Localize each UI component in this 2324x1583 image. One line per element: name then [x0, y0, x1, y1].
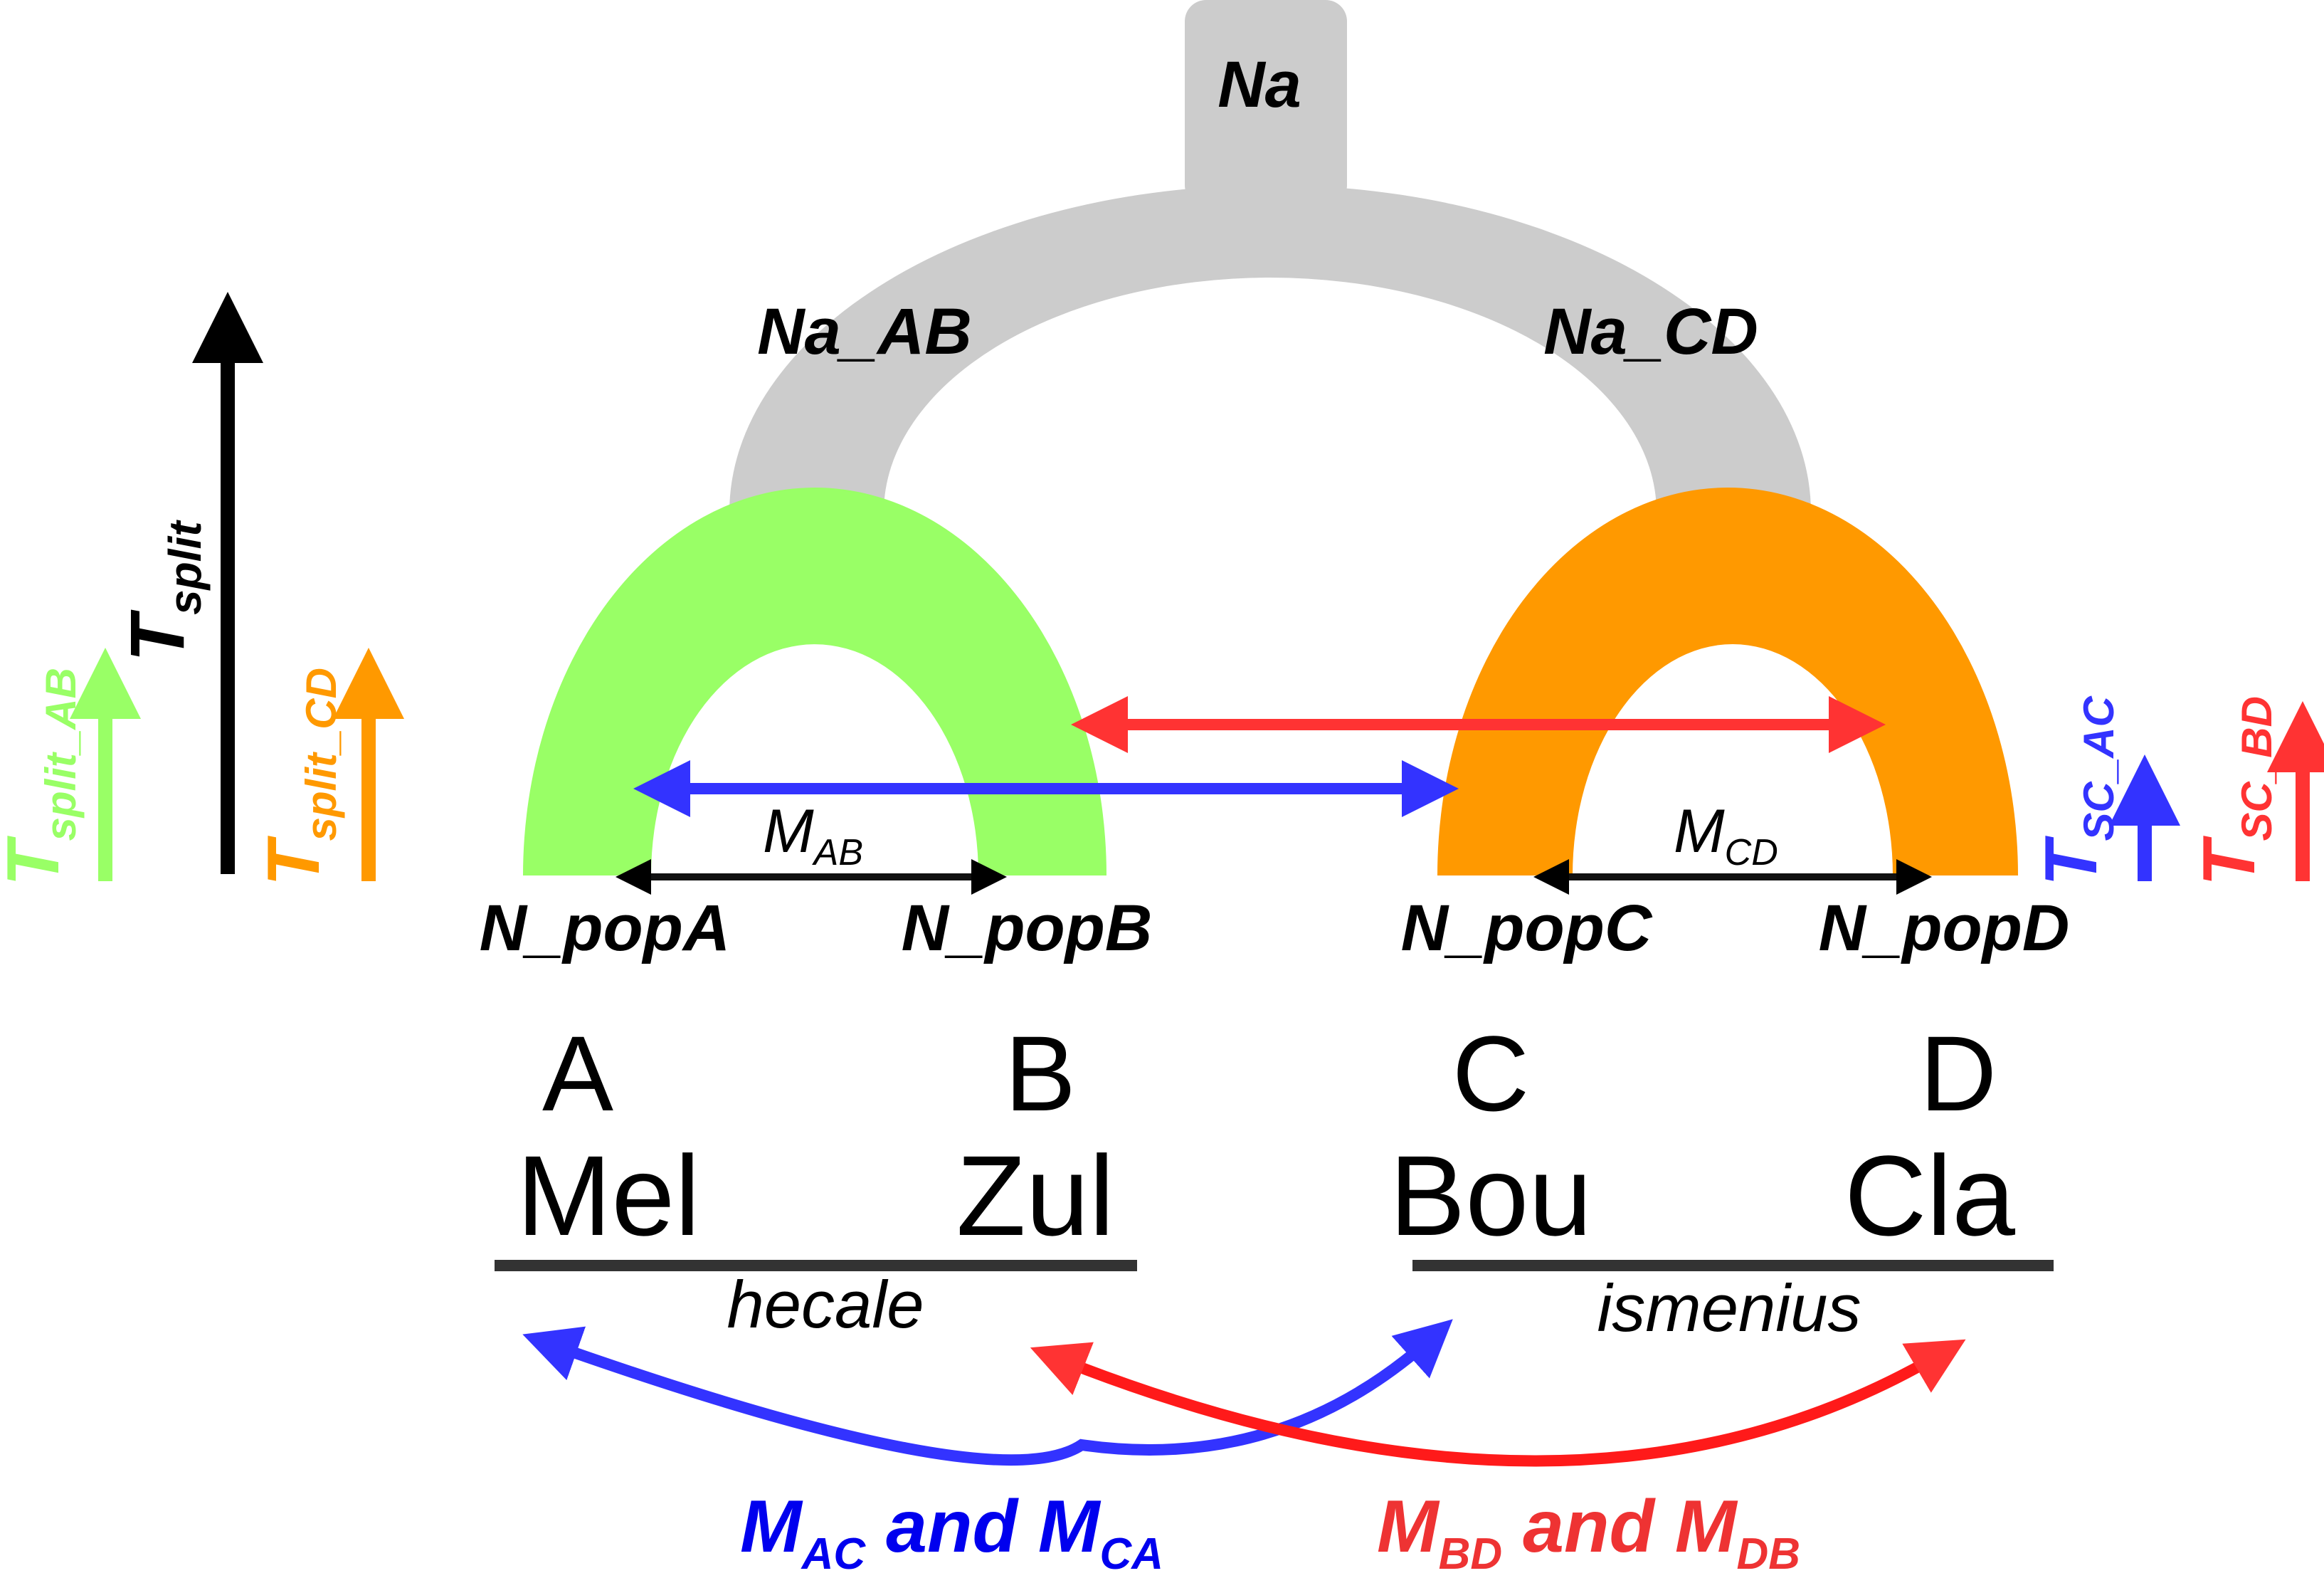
label-m-ab: MAB — [763, 797, 863, 873]
sample-letter-b: B — [1005, 1014, 1076, 1133]
gene-flow-curve-bd — [1030, 1339, 1966, 1467]
legend-gene-flow-bd: MBD and MDB — [1377, 1485, 1800, 1579]
label-na-ab: Na_AB — [757, 295, 972, 368]
label-t-sc-ac: TSC_AC — [2030, 695, 2123, 886]
sample-name-zul: Zul — [956, 1132, 1114, 1259]
label-t-split-cd: Tsplit_CD — [253, 668, 345, 886]
label-n-pop-d: N_popD — [1819, 892, 2070, 964]
label-n-pop-a: N_popA — [480, 892, 731, 964]
sample-letter-c: C — [1452, 1014, 1529, 1133]
label-t-split-ab: Tsplit_AB — [0, 668, 85, 886]
sample-letter-a: A — [542, 1014, 613, 1133]
sample-name-bou: Bou — [1390, 1132, 1593, 1259]
sample-name-mel: Mel — [517, 1132, 700, 1259]
legend-gene-flow-ac: MAC and MCA — [740, 1485, 1163, 1579]
species-label-ismenius: ismenius — [1597, 1271, 1861, 1345]
ancestral-population-shape — [729, 0, 1811, 512]
species-label-hecale: hecale — [727, 1267, 924, 1342]
ancestral-trunk — [1185, 0, 1347, 206]
sample-letter-d: D — [1920, 1014, 1997, 1133]
sample-name-cla: Cla — [1844, 1132, 2015, 1259]
label-t-split: Tsplit — [114, 520, 211, 662]
label-n-pop-c: N_popC — [1401, 892, 1653, 964]
label-t-sc-bd: TSC_BD — [2188, 696, 2281, 886]
ancestral-arch — [729, 185, 1811, 512]
group-ab-arch — [523, 488, 1106, 875]
label-n-pop-b: N_popB — [902, 892, 1153, 964]
label-na-cd: Na_CD — [1543, 295, 1758, 368]
group-cd-arch — [1437, 488, 2018, 875]
gene-flow-curve-ac — [522, 1319, 1453, 1466]
label-m-cd: MCD — [1674, 797, 1778, 873]
label-na: Na — [1218, 48, 1301, 121]
